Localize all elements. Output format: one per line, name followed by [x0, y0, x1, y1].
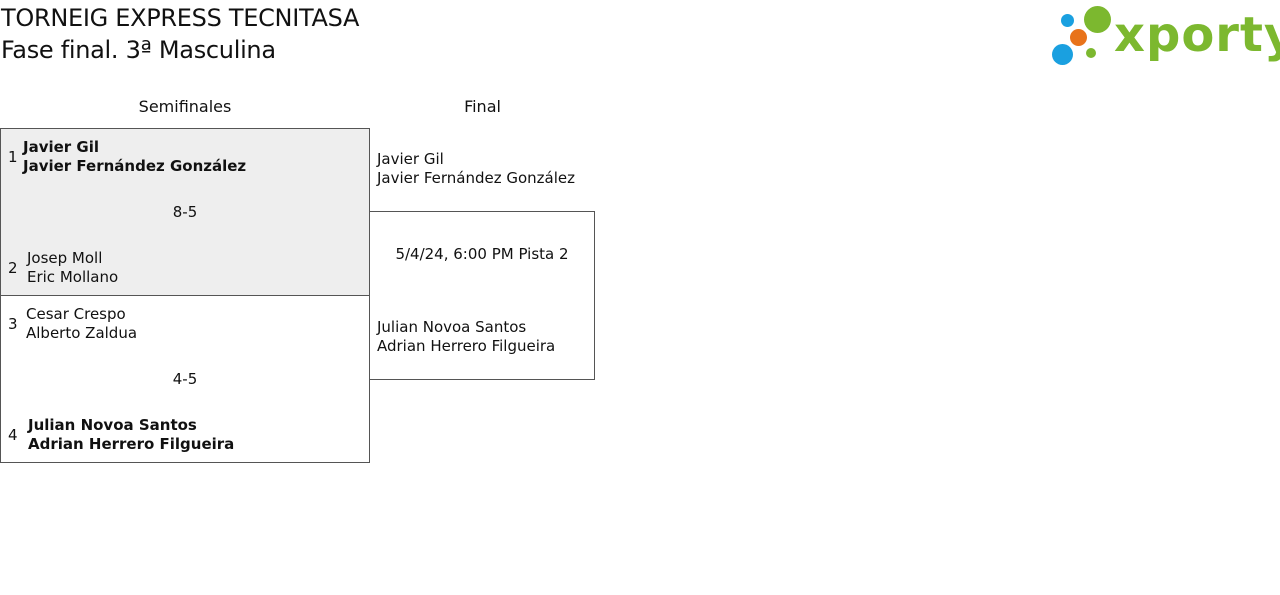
logo-dot-icon [1061, 14, 1074, 27]
player-name: Javier Fernández González [23, 157, 247, 175]
semifinal-match-2[interactable]: 3 Cesar Crespo Alberto Zaldua 4-5 4 Juli… [0, 295, 370, 463]
match-score: 4-5 [172, 370, 198, 388]
match-score: 8-5 [172, 203, 198, 221]
player-name: Josep Moll [27, 249, 103, 267]
final-team-bottom: Julian Novoa Santos Adrian Herrero Filgu… [377, 318, 555, 356]
logo-dot-icon [1086, 48, 1096, 58]
seed-number: 3 [8, 315, 18, 333]
player-name: Javier Gil [377, 150, 444, 168]
logo-wordmark: xporty [1114, 7, 1280, 63]
player-name: Javier Fernández González [377, 169, 576, 187]
round-label-semifinals: Semifinales [138, 97, 232, 116]
logo-dot-icon [1084, 6, 1111, 33]
team-4: Julian Novoa Santos Adrian Herrero Filgu… [28, 416, 234, 454]
match-schedule: 5/4/24, 6:00 PM Pista 2 [395, 245, 569, 263]
player-name: Cesar Crespo [26, 305, 126, 323]
player-name: Adrian Herrero Filgueira [377, 337, 556, 355]
team-1: Javier Gil Javier Fernández González [23, 138, 246, 176]
player-name: Javier Gil [23, 138, 100, 156]
final-team-top: Javier Gil Javier Fernández González [377, 150, 575, 188]
xporty-logo[interactable]: xporty [1050, 4, 1280, 66]
player-name: Julian Novoa Santos [28, 416, 197, 434]
round-label-final: Final [464, 97, 501, 116]
logo-dot-icon [1052, 44, 1073, 65]
seed-number: 4 [8, 426, 18, 444]
seed-number: 2 [8, 259, 18, 277]
team-3: Cesar Crespo Alberto Zaldua [26, 305, 137, 343]
seed-number: 1 [8, 148, 18, 166]
team-2: Josep Moll Eric Mollano [27, 249, 118, 287]
page-title: TORNEIG EXPRESS TECNITASA [1, 4, 360, 32]
player-name: Alberto Zaldua [26, 324, 138, 342]
player-name: Julian Novoa Santos [377, 318, 527, 336]
logo-dot-icon [1070, 29, 1087, 46]
final-match[interactable]: 5/4/24, 6:00 PM Pista 2 [369, 211, 595, 380]
player-name: Eric Mollano [27, 268, 119, 286]
player-name: Adrian Herrero Filgueira [28, 435, 235, 453]
page-subtitle: Fase final. 3ª Masculina [1, 36, 276, 64]
semifinal-match-1[interactable]: 1 Javier Gil Javier Fernández González 8… [0, 128, 370, 296]
